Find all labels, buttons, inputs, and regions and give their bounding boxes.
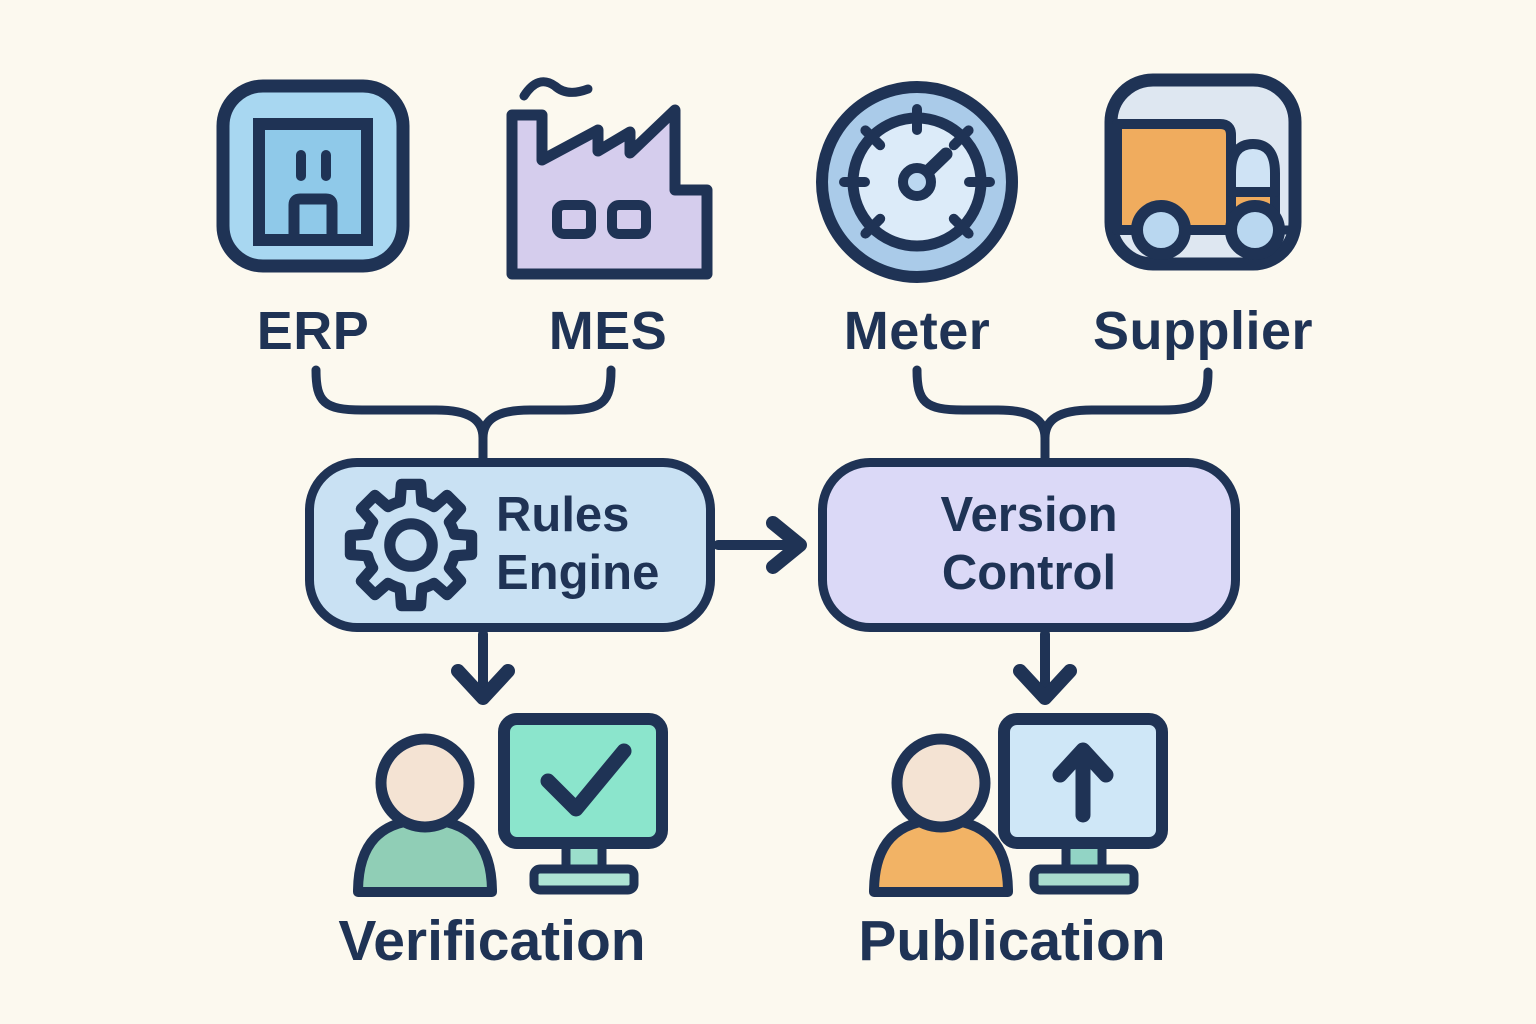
truck-wheel (1131, 200, 1191, 260)
source-label-erp: ERP (256, 301, 370, 361)
output-label-publication: Publication (858, 909, 1166, 973)
arrow-version-to-publication-head (1013, 664, 1077, 705)
gear-icon (344, 478, 478, 612)
source-label-mes: MES (548, 301, 668, 361)
source-label-meter: Meter (843, 301, 991, 361)
connector-erp-to-rules-engine (311, 365, 488, 466)
gauge-icon (816, 81, 1018, 283)
output-label-verification: Verification (338, 909, 646, 973)
source-label-supplier: Supplier (1093, 301, 1314, 361)
monitor-screen (498, 713, 668, 849)
bird-icon (519, 77, 593, 101)
truck-cab-window (1226, 139, 1280, 197)
upload-arrow-icon (1052, 742, 1114, 823)
truck-icon (1104, 73, 1302, 271)
arrow-rules-to-version-head (766, 516, 807, 574)
factory-window (607, 200, 651, 239)
arrow-rules-to-verification-head (451, 664, 515, 705)
version-control-label: Version Control (940, 488, 1118, 600)
person-checkmark-monitor-icon (353, 713, 668, 897)
connector-supplier-to-version-control (1040, 367, 1213, 443)
gauge-ticks (839, 104, 995, 239)
building-window (321, 150, 331, 181)
person-head (891, 733, 991, 833)
person-upload-monitor-icon (869, 713, 1168, 897)
rules-engine-node: Rules Engine (305, 458, 715, 632)
truck-cargo-box (1112, 119, 1236, 235)
checkmark-icon (540, 743, 632, 817)
monitor-base (529, 864, 639, 895)
rules-engine-label: Rules Engine (496, 488, 660, 600)
version-control-node: Version Control (818, 458, 1240, 632)
factory-window (552, 200, 596, 239)
building-door (288, 193, 338, 240)
connector-meter-to-version-control (912, 365, 1050, 466)
gauge-hub (898, 163, 936, 201)
building-window (296, 150, 306, 181)
connector-mes-to-rules-engine (478, 365, 616, 443)
monitor-base (1029, 864, 1139, 895)
person-head (375, 733, 475, 833)
truck-wheel (1225, 200, 1285, 260)
building-icon (216, 79, 410, 273)
factory-icon (506, 77, 713, 280)
